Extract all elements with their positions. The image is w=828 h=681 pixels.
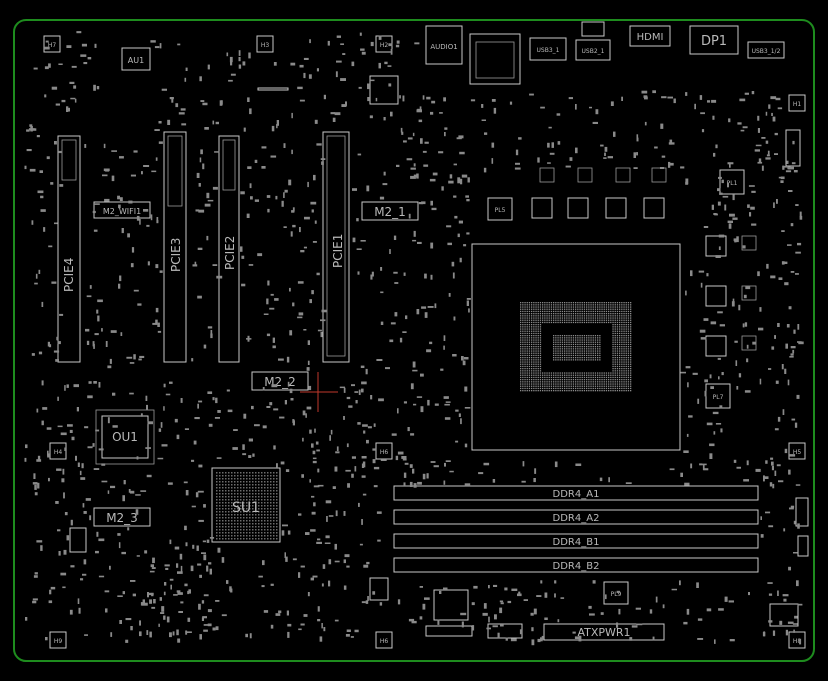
ou1-chip[interactable]: OU1 [95,409,155,465]
hole-label: H6 [380,638,389,645]
audio-connector[interactable]: AUDIO1 [425,25,463,65]
ddr4-b2-label: DDR4_B2 [553,561,600,572]
au1-label: AU1 [128,56,144,65]
pcie4-slot[interactable]: PCIE4 [57,135,81,363]
audio-codec-chip[interactable]: AU1 [121,47,151,71]
pcie2-label: PCIE2 [223,236,237,270]
usb-stack-connector[interactable] [469,33,521,85]
hole-label: H9 [54,638,63,645]
right-header [795,497,809,527]
pl5-choke: PL5 [487,197,513,221]
m2-3-label: M2_3 [106,511,138,525]
audio-label: AUDIO1 [430,43,457,51]
usb-rear-label: USB3_1/2 [752,48,781,55]
ddr4-a2-slot[interactable]: DDR4_A2 [393,509,759,525]
atx-label: ATXPWR1 [577,626,630,639]
usb3-label: USB3_1 [537,47,560,54]
ddr4-a1-label: DDR4_A1 [553,489,600,500]
ddr4-b1-label: DDR4_B1 [553,537,600,548]
pl9-choke: PL9 [603,581,629,605]
hole-label: H3 [261,42,270,49]
hole-label: H6 [380,449,389,456]
m2-wifi-socket[interactable]: M2_WIFI1 [93,201,151,219]
right-header2 [797,535,809,557]
fan-header [785,129,801,167]
ddr4-b2-slot[interactable]: DDR4_B2 [393,557,759,573]
small-chip [69,527,87,553]
mounting-hole-h6: H6 [375,631,393,649]
mounting-hole-h3: H3 [256,35,274,53]
ou1-label: OU1 [112,430,138,444]
connector-bottom2 [425,625,473,637]
mounting-hole-h6: H6 [375,442,393,460]
pcie3-label: PCIE3 [169,238,183,272]
mounting-hole-h8: H8 [788,631,806,649]
pcie1-label: PCIE1 [331,234,345,268]
hole-label: H7 [48,42,57,49]
usb-rear-connector[interactable]: USB3_1/2 [747,41,785,59]
pl1-choke: PL1 [719,169,745,195]
hdmi-label: HDMI [637,32,664,43]
ddr4-a1-slot[interactable]: DDR4_A1 [393,485,759,501]
hole-label: H1 [793,101,802,108]
hole-label: H8 [793,638,802,645]
pl9-label: PL9 [611,591,622,598]
m2-1-label: M2_1 [374,205,406,219]
crosshair-cursor [300,372,338,412]
trace-marker [257,87,289,91]
pl1-label: PL1 [727,180,738,187]
small-connector [369,577,389,601]
mounting-hole-h1: H1 [788,94,806,112]
hole-label: H2 [380,42,389,49]
mounting-hole-h7: H7 [43,35,61,53]
displayport-connector[interactable]: DP1 [689,25,739,55]
right-connector [769,603,799,627]
board-outline [13,19,815,662]
pl7-label: PL7 [713,394,724,401]
su1-label: SU1 [232,500,260,516]
usb2-connector[interactable]: USB2_1 [575,21,611,61]
hdmi-connector[interactable]: HDMI [629,25,671,47]
m2-3-socket[interactable]: M2_3 [93,507,151,527]
m2-wifi-label: M2_WIFI1 [103,207,141,216]
connector-bottom3 [433,589,469,621]
m2-1-socket[interactable]: M2_1 [361,201,419,221]
pcie4-label: PCIE4 [62,258,76,292]
hole-label: H4 [54,449,63,456]
pl5-label: PL5 [495,207,506,214]
cpu-socket[interactable] [471,243,681,451]
pcie2-slot[interactable]: PCIE2 [218,135,240,363]
pcie1-slot[interactable]: PCIE1 [322,131,350,363]
su1-chipset[interactable]: SU1 [211,467,281,543]
dp-label: DP1 [701,34,727,49]
usb3-connector[interactable]: USB3_1 [529,37,567,61]
ddr4-b1-slot[interactable]: DDR4_B1 [393,533,759,549]
mounting-hole-h9: H9 [49,631,67,649]
ddr4-a2-label: DDR4_A2 [553,513,600,524]
ic-chip [369,75,399,105]
m2-2-label: M2_2 [264,375,296,389]
pcie3-slot[interactable]: PCIE3 [163,131,187,363]
mounting-hole-h5: H5 [788,442,806,460]
atx-power-connector[interactable]: ATXPWR1 [543,623,665,641]
vrm-chokes [531,167,757,357]
usb2-label: USB2_1 [582,48,605,55]
hole-label: H5 [793,449,802,456]
